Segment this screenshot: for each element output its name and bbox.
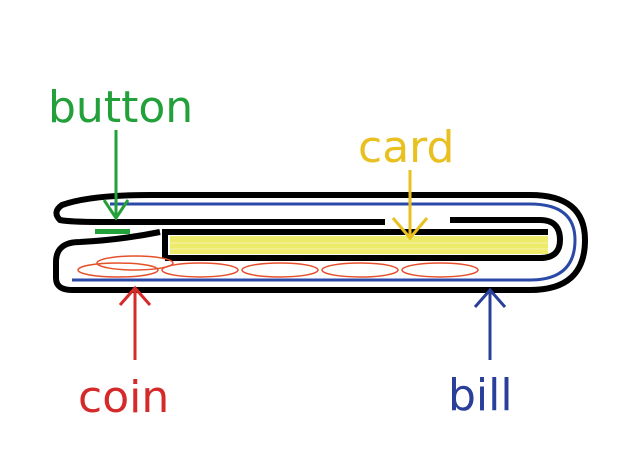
bill [72,202,577,282]
coin [321,262,399,278]
coins [77,255,479,278]
bill-arrow [473,287,507,360]
coin [241,262,319,278]
coin [96,255,174,271]
card-arrow [391,170,429,241]
label-bill: bill [448,370,513,421]
coin [77,262,159,278]
coin [161,262,239,278]
label-button: button [48,82,193,133]
button-arrow [102,130,130,221]
coin-arrow [118,285,152,360]
card-pocket [162,229,548,258]
wallet-outer-shell [53,192,589,293]
card [170,236,548,254]
label-card: card [358,122,454,173]
button-part [95,229,130,234]
label-coin: coin [78,372,169,423]
wallet-card-slot-lip [165,217,564,261]
coin [401,262,479,278]
